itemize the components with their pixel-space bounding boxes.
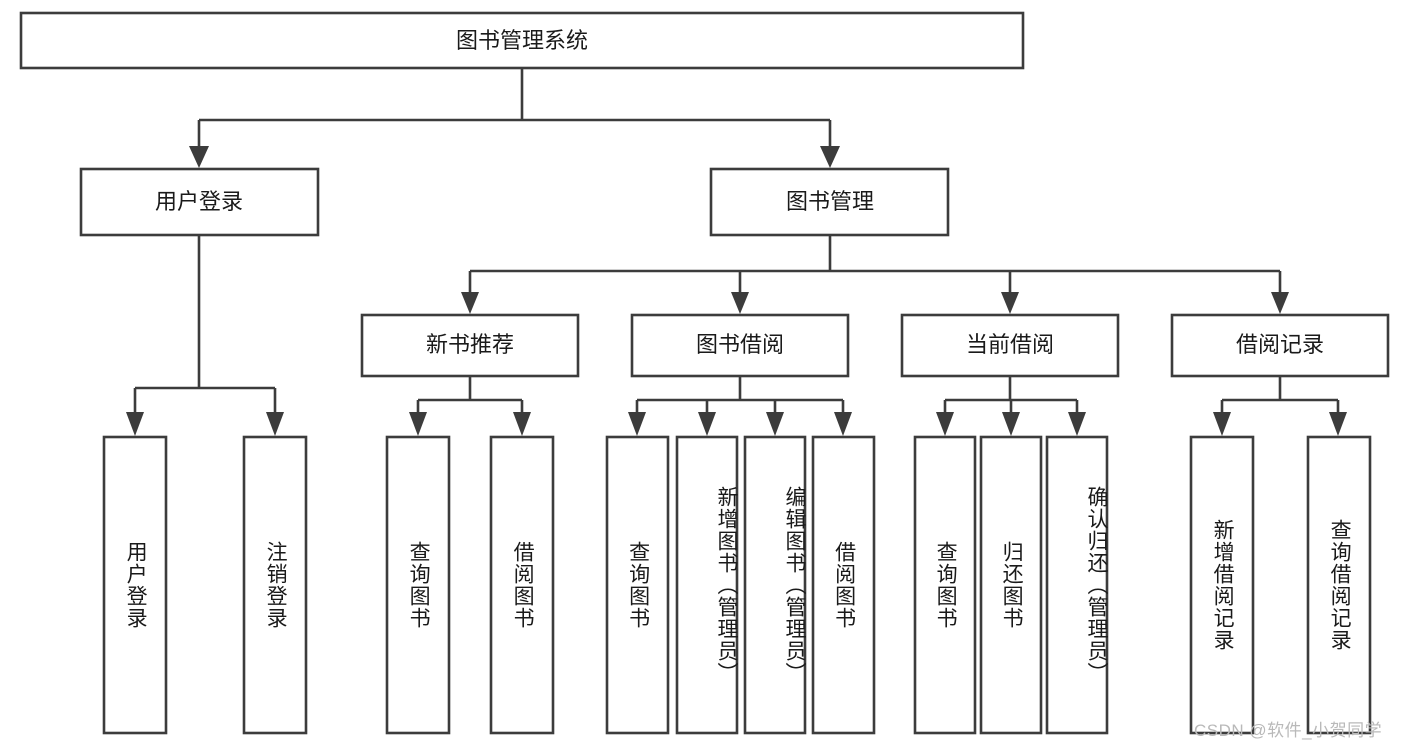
node-book-borrow[interactable]: [630, 313, 850, 378]
arrowhead-leaf-nbr-2: [513, 412, 531, 436]
node-book-management[interactable]: [709, 167, 950, 237]
node-leaf-br-add-record[interactable]: [1189, 435, 1255, 735]
arrowhead-leaf-user-login-1: [126, 412, 144, 436]
node-leaf-bb-add-book[interactable]: [675, 435, 739, 735]
arrowhead-leaf-bb-1: [628, 412, 646, 436]
arrowhead-leaf-bb-3: [766, 412, 784, 436]
node-leaf-nbr-query-book[interactable]: [385, 435, 451, 735]
node-leaf-cb-return-book[interactable]: [979, 435, 1043, 735]
node-current-borrow[interactable]: [900, 313, 1120, 378]
arrowhead-borrow-record: [1271, 292, 1289, 314]
arrowhead-leaf-br-2: [1329, 412, 1347, 436]
node-root-label: 图书管理系统: [456, 28, 588, 53]
node-leaf-bb-edit-book[interactable]: [743, 435, 807, 735]
arrowhead-new-book-recommend: [461, 292, 479, 314]
node-leaf-nbr-borrow-book[interactable]: [489, 435, 555, 735]
csdn-watermark: CSDN @软件_小贺同学: [1194, 721, 1383, 740]
node-root-book-management-system[interactable]: [19, 11, 1025, 70]
node-current-borrow-label: 当前借阅: [966, 332, 1054, 357]
node-user-login-label: 用户登录: [155, 189, 243, 214]
arrowhead-book-borrow: [731, 292, 749, 314]
arrowhead-current-borrow: [1001, 292, 1019, 314]
arrowhead-leaf-br-1: [1213, 412, 1231, 436]
connector-group-book-borrow: [628, 376, 852, 436]
arrowhead-leaf-bb-2: [698, 412, 716, 436]
node-leaf-bb-query-book[interactable]: [605, 435, 670, 735]
arrowhead-leaf-cb-3: [1068, 412, 1086, 436]
node-new-book-recommend-label: 新书推荐: [426, 332, 514, 357]
connector-group-current-borrow: [936, 376, 1086, 436]
node-leaf-cb-confirm-return[interactable]: [1045, 435, 1109, 735]
node-user-login[interactable]: [79, 167, 320, 237]
node-book-borrow-label: 图书借阅: [696, 332, 784, 357]
node-leaf-user-login-logout[interactable]: [242, 435, 308, 735]
connector-group-book-manage: [461, 235, 1289, 314]
node-leaf-br-query-record[interactable]: [1306, 435, 1372, 735]
arrowhead-leaf-cb-1: [936, 412, 954, 436]
connector-group-user-login: [126, 235, 284, 436]
node-leaf-bb-borrow-book[interactable]: [811, 435, 876, 735]
node-leaf-user-login-login[interactable]: [102, 435, 168, 735]
connector-group-new-book-recommend: [409, 376, 531, 436]
arrowhead-leaf-nbr-1: [409, 412, 427, 436]
connector-group-borrow-record: [1213, 376, 1347, 436]
node-book-management-label: 图书管理: [786, 189, 874, 214]
connector-group-root: [189, 68, 840, 168]
node-leaf-cb-query-book[interactable]: [913, 435, 977, 735]
node-new-book-recommend[interactable]: [360, 313, 580, 378]
arrowhead-leaf-user-login-2: [266, 412, 284, 436]
node-borrow-record-label: 借阅记录: [1236, 332, 1324, 357]
arrowhead-leaf-cb-2: [1002, 412, 1020, 436]
arrowhead-leaf-bb-4: [834, 412, 852, 436]
arrowhead-book-manage: [820, 146, 840, 168]
arrowhead-user-login: [189, 146, 209, 168]
node-borrow-record[interactable]: [1170, 313, 1390, 378]
